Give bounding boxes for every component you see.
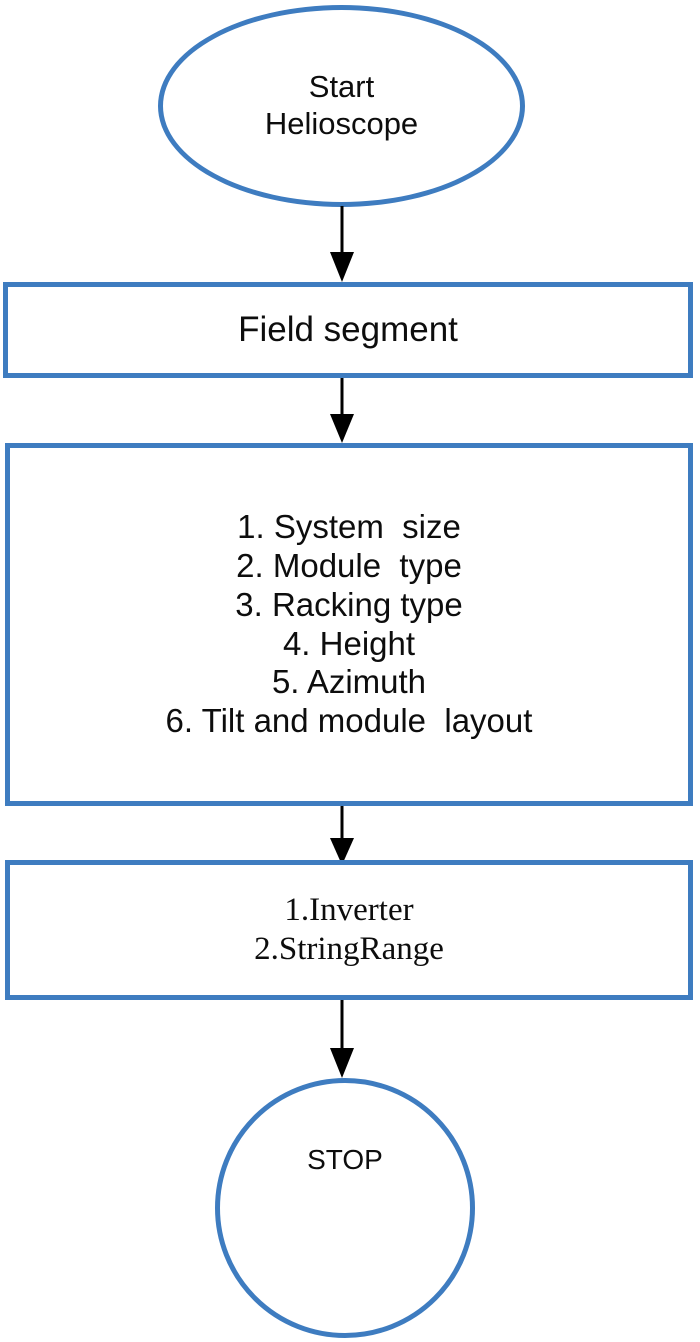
connector-inverter-to-stop — [325, 1000, 361, 1080]
parameter-item-tilt-and-module-layout: 6. Tilt and module layout — [165, 702, 533, 740]
parameter-item-azimuth: 5. Azimuth — [271, 663, 427, 701]
node-field-segment[interactable]: Field segment — [3, 282, 693, 378]
node-field-segment-label: Field segment — [238, 310, 458, 350]
parameter-item-system-size: 1. System size — [237, 507, 461, 545]
node-stop[interactable]: STOP — [215, 1078, 475, 1338]
node-start-line-1: Start — [308, 69, 375, 105]
node-parameters-list[interactable]: 1. System size 2. Module type 3. Racking… — [5, 443, 693, 806]
connector-parameters-to-inverter — [325, 806, 361, 866]
node-stop-label: STOP — [307, 1144, 383, 1175]
node-inverter-string-range[interactable]: 1.Inverter 2.StringRange — [5, 860, 693, 1000]
parameter-item-racking-type: 3. Racking type — [235, 585, 463, 623]
parameter-item-module-type: 2. Module type — [236, 546, 462, 584]
inverter-item-string-range: 2.StringRange — [254, 931, 444, 967]
connector-start-to-field-segment — [325, 206, 361, 284]
connector-field-segment-to-parameters — [325, 378, 361, 444]
node-start-line-2: Helioscope — [264, 106, 419, 141]
inverter-item-inverter: 1.Inverter — [284, 892, 414, 929]
node-start-helioscope[interactable]: Start Helioscope — [158, 5, 525, 207]
parameter-item-height: 4. Height — [282, 624, 416, 662]
